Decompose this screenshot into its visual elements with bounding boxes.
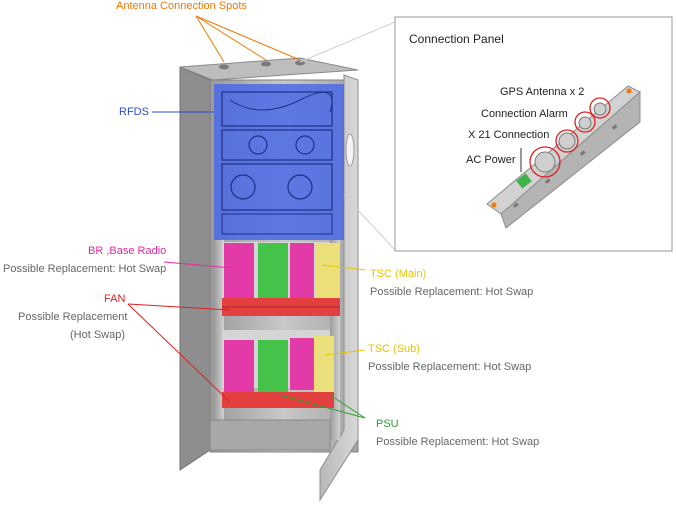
x21-connector: [534, 151, 556, 173]
tsc-main-note: Possible Replacement: Hot Swap: [370, 286, 534, 298]
cabinet-top: [179, 57, 359, 81]
rack-rail-right: [330, 240, 340, 440]
panel-highlight-circles: [529, 97, 611, 178]
panel-alarm-label: Connection Alarm: [481, 108, 568, 120]
br-note: Possible Replacement: Hot Swap: [3, 263, 167, 275]
fan-module: [222, 392, 334, 408]
br-leader: [163, 261, 233, 269]
panel-callout-lines: [299, 21, 396, 251]
fan-title: FAN: [104, 293, 126, 305]
tsc-module: [316, 243, 340, 298]
panel-ac-label: AC Power: [466, 154, 516, 166]
cabinet-door: [319, 74, 359, 502]
gps-connector: [578, 116, 592, 130]
gps-connector: [593, 102, 607, 116]
fan-leaders: [127, 303, 231, 403]
br-module: [290, 243, 314, 298]
psu-module: [258, 340, 288, 392]
tsc-main-leader: [321, 264, 366, 271]
door-handle: [345, 133, 355, 167]
fan-note-line1: Possible Replacement: [18, 311, 128, 323]
upper-shelf: [222, 242, 340, 316]
psu-note: Possible Replacement: Hot Swap: [376, 436, 540, 448]
panel-title: Connection Panel: [409, 32, 504, 46]
antenna-label: Antenna Connection Spots: [116, 0, 247, 12]
tsc-sub-note: Possible Replacement: Hot Swap: [368, 361, 532, 373]
tsc-sub-leader: [324, 349, 366, 356]
psu-module: [258, 243, 288, 298]
br-module: [224, 340, 254, 392]
tsc-module: [314, 336, 334, 392]
rfds-region: [214, 84, 344, 240]
alarm-connector: [558, 132, 576, 150]
antenna-leaders: [195, 15, 301, 63]
rack-rail-left: [214, 240, 224, 440]
rfds-label: RFDS: [119, 106, 149, 118]
cabinet-side: [179, 66, 211, 471]
panel-gps-label: GPS Antenna x 2: [500, 86, 585, 98]
cabinet-base: [209, 419, 331, 451]
tsc-main-title: TSC (Main): [370, 268, 427, 280]
connection-panel-box: [394, 16, 673, 252]
psu-leaders: [279, 394, 366, 419]
fan-note-line2: (Hot Swap): [70, 329, 126, 341]
ac-power-switch: [516, 173, 532, 189]
antenna-spots: [219, 60, 305, 70]
br-module: [224, 243, 254, 298]
br-module: [290, 338, 314, 390]
panel-x21-label: X 21 Connection: [468, 129, 550, 141]
br-title: BR ,Base Radio: [88, 245, 167, 257]
psu-title: PSU: [376, 418, 399, 430]
lower-shelf: [222, 330, 334, 408]
tsc-sub-title: TSC (Sub): [368, 343, 420, 355]
